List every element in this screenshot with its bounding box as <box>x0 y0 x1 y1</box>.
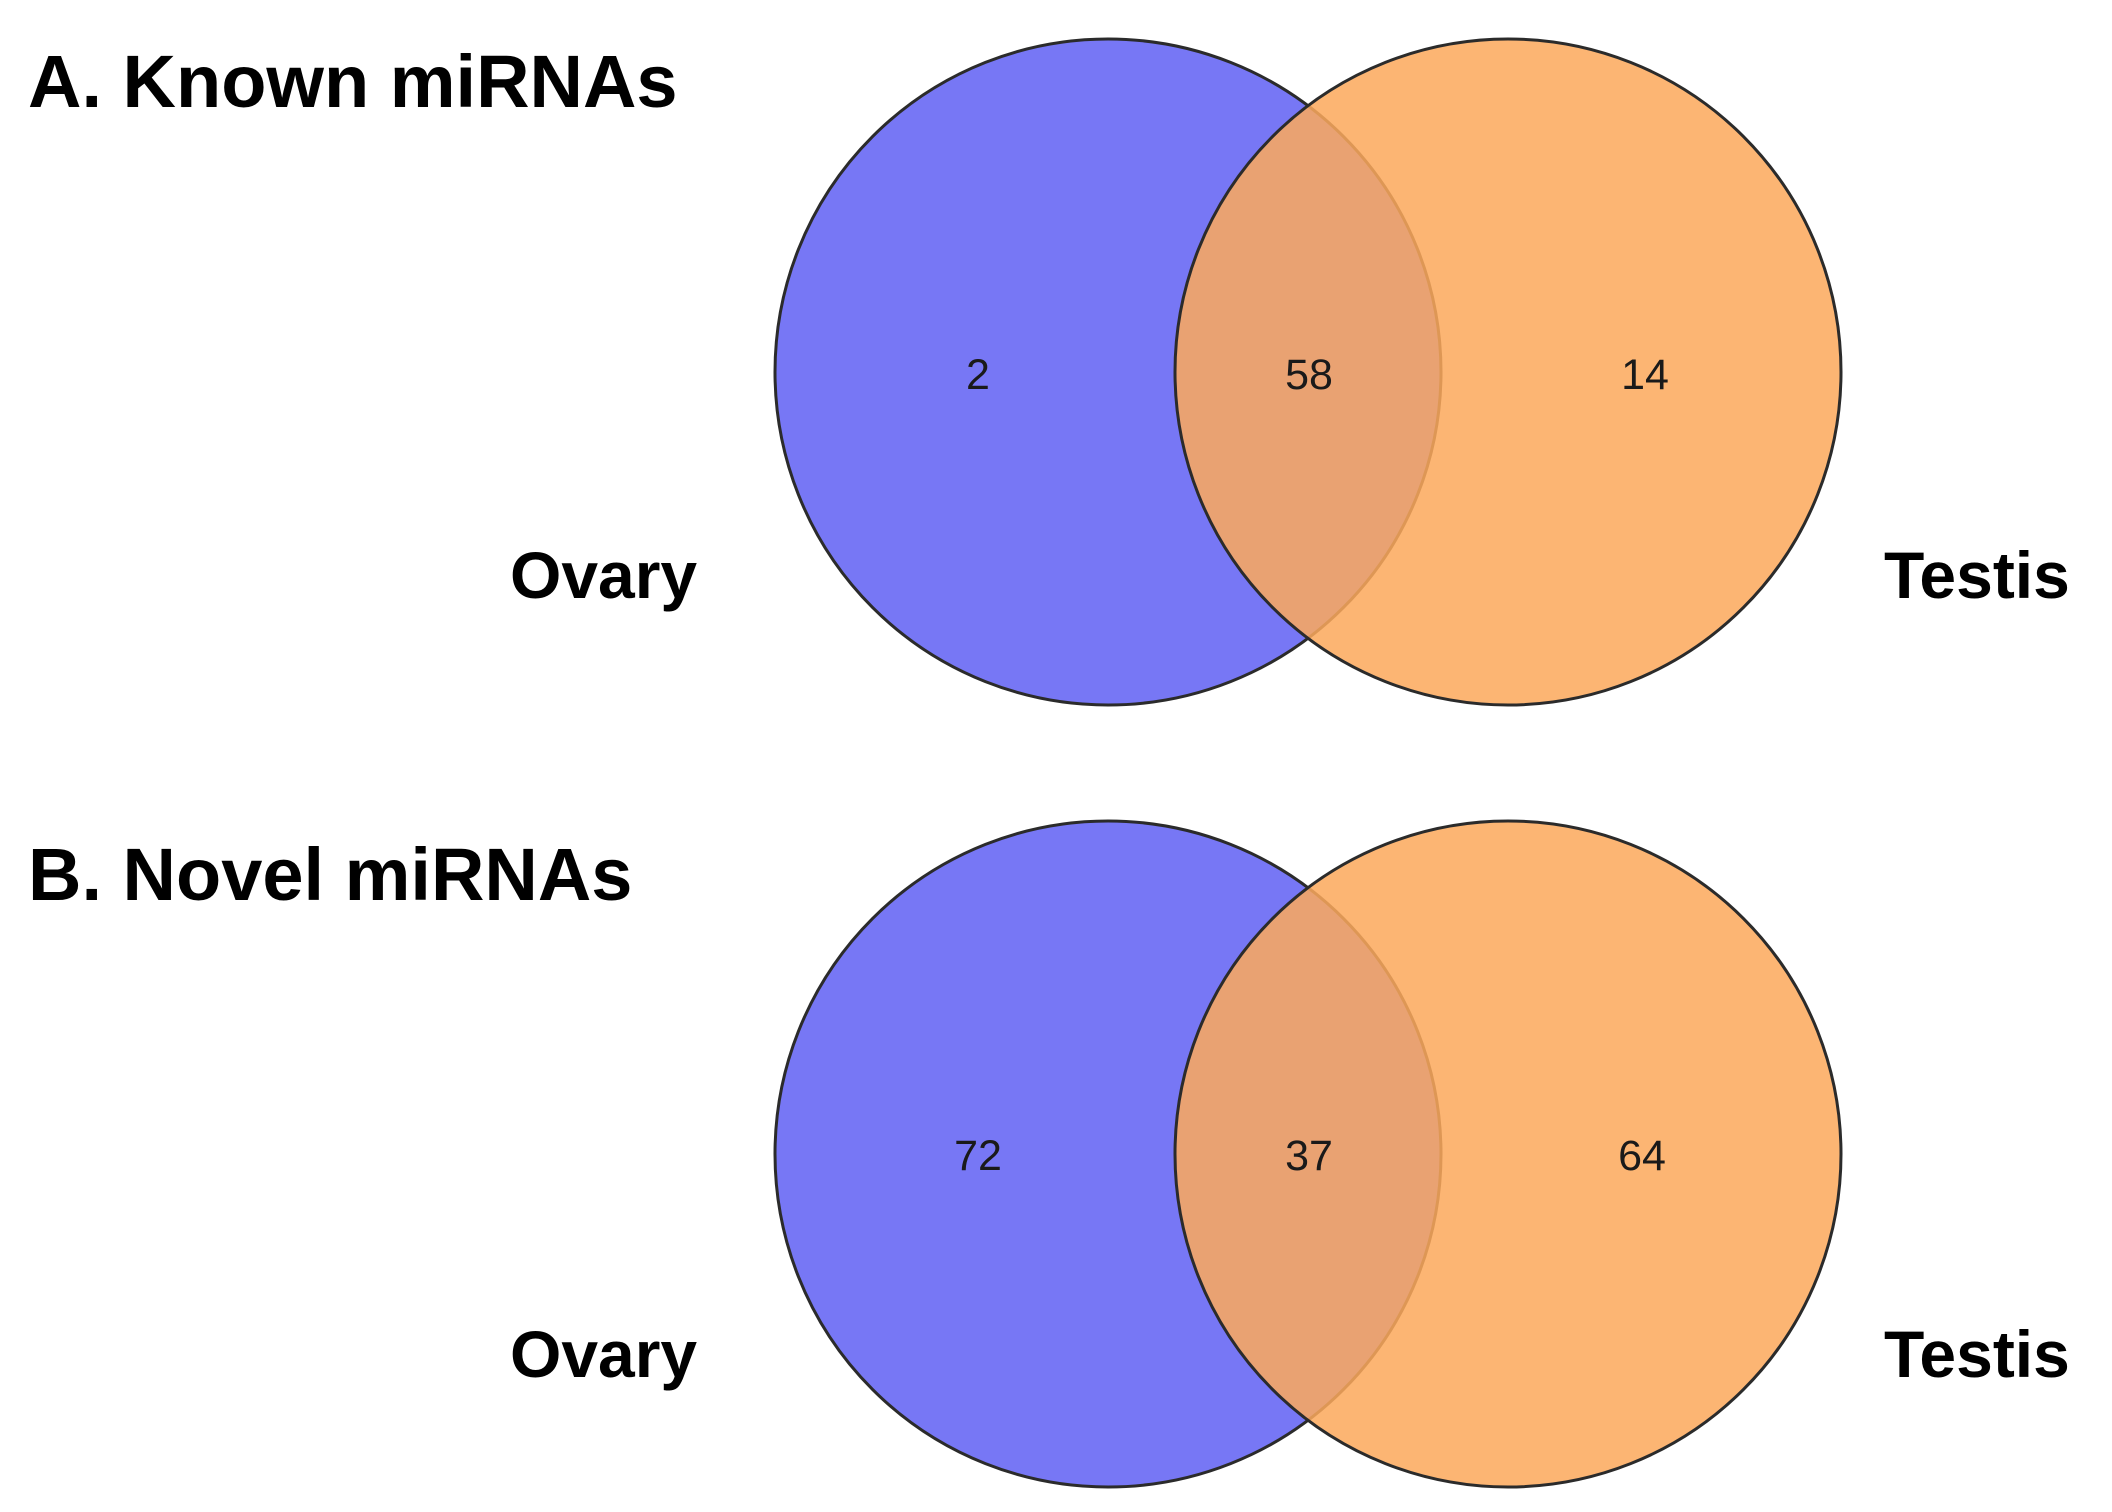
testis-circle <box>1173 819 1843 1489</box>
panel-title-novel: B. Novel miRNAs <box>28 833 632 916</box>
count-shared: 58 <box>1285 351 1333 399</box>
set-label-testis: Testis <box>1884 1317 2070 1391</box>
panel-novel-mirnas: B. Novel miRNAs 72 37 64 Ovary Testis <box>28 819 2070 1489</box>
count-testis-only: 64 <box>1618 1132 1666 1180</box>
count-shared: 37 <box>1285 1132 1333 1180</box>
testis-circle <box>1173 37 1843 707</box>
panel-known-mirnas: A. Known miRNAs 2 58 14 Ovary Testis <box>28 37 2070 707</box>
panel-title-known: A. Known miRNAs <box>28 40 678 123</box>
set-label-ovary: Ovary <box>510 538 697 612</box>
set-label-ovary: Ovary <box>510 1317 697 1391</box>
count-testis-only: 14 <box>1621 351 1669 399</box>
count-ovary-only: 2 <box>966 351 990 399</box>
count-ovary-only: 72 <box>954 1132 1002 1180</box>
set-label-testis: Testis <box>1884 538 2070 612</box>
